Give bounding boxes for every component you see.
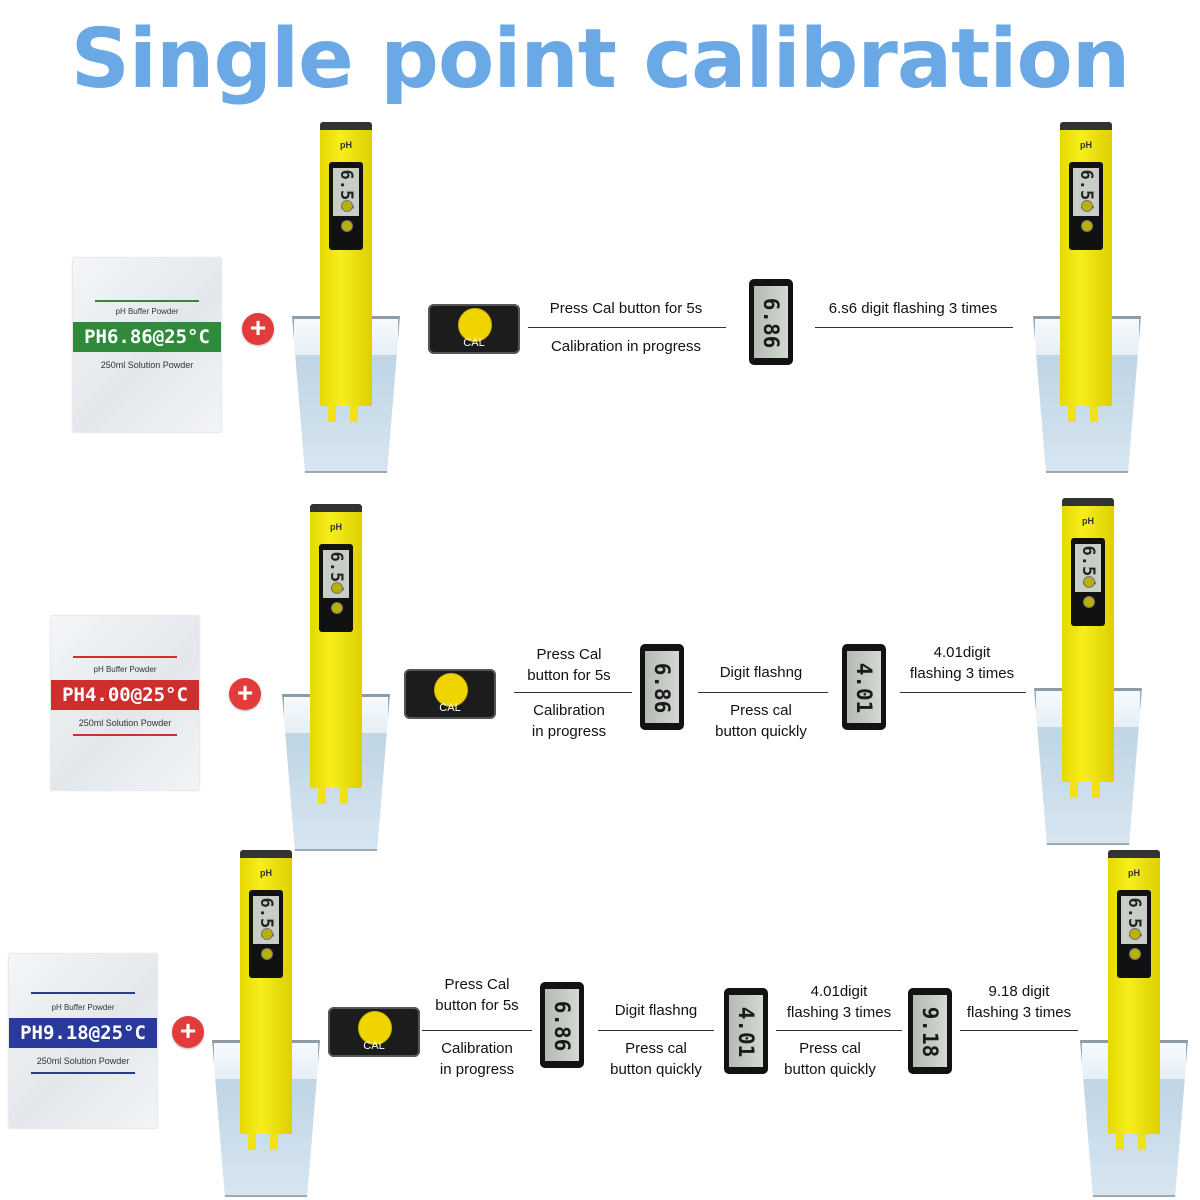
display-reading: 4.01 bbox=[734, 1006, 758, 1058]
packet-top-text: pH Buffer Powder bbox=[93, 665, 157, 674]
meter-label: pH bbox=[1080, 140, 1092, 150]
display-reading: 9.18 bbox=[918, 1006, 942, 1058]
ph-meter: pH 6.54 bbox=[240, 850, 292, 1150]
divider bbox=[815, 327, 1013, 328]
cal-button[interactable] bbox=[1081, 220, 1093, 232]
plus-icon: + bbox=[242, 313, 274, 345]
on-off-button[interactable] bbox=[261, 928, 273, 940]
cal-button[interactable] bbox=[1083, 596, 1095, 608]
packet-label: PH9.18@25°C bbox=[9, 1018, 157, 1048]
page-title: Single point calibration bbox=[70, 12, 1130, 107]
lcd-display: 4.01 bbox=[724, 988, 768, 1074]
meter-screen: 6.54 bbox=[249, 890, 283, 978]
step-text: Press Cal button for 5s bbox=[549, 300, 703, 317]
display-reading: 6.86 bbox=[650, 662, 674, 714]
cal-dot-icon bbox=[358, 1011, 392, 1045]
cal-button[interactable] bbox=[1129, 948, 1141, 960]
on-off-button[interactable] bbox=[1081, 200, 1093, 212]
cal-button-illustration: CAL bbox=[404, 669, 496, 719]
step-text: Digit flashng bbox=[719, 664, 803, 681]
plus-icon: + bbox=[172, 1016, 204, 1048]
packet-bottom-text: 250ml Solution Powder bbox=[78, 718, 172, 728]
divider bbox=[528, 327, 726, 328]
lcd-display: 4.01 bbox=[842, 644, 886, 730]
ph-meter: pH 6.54 bbox=[1062, 498, 1114, 798]
ph-meter: pH 6.54 bbox=[1108, 850, 1160, 1150]
packet-top-text: pH Buffer Powder bbox=[115, 307, 179, 316]
cal-button-illustration: CAL bbox=[428, 304, 520, 354]
lcd-display: 6.86 bbox=[749, 279, 793, 365]
cal-label: CAL bbox=[439, 702, 461, 714]
on-off-button[interactable] bbox=[1083, 576, 1095, 588]
packet-bottom-text: 250ml Solution Powder bbox=[36, 1056, 130, 1066]
on-off-button[interactable] bbox=[341, 200, 353, 212]
cal-dot-icon bbox=[458, 308, 492, 342]
step-text: Calibration in progress bbox=[550, 338, 702, 355]
cal-button[interactable] bbox=[331, 602, 343, 614]
display-reading: 6.86 bbox=[759, 297, 783, 349]
meter-label: pH bbox=[260, 868, 272, 878]
divider bbox=[598, 1030, 714, 1031]
divider bbox=[776, 1030, 902, 1031]
divider bbox=[422, 1030, 532, 1031]
packet-line bbox=[95, 300, 199, 302]
meter-label: pH bbox=[1128, 868, 1140, 878]
cal-button[interactable] bbox=[341, 220, 353, 232]
buffer-packet-4-00: pH Buffer Powder PH4.00@25°C 250ml Solut… bbox=[51, 616, 199, 790]
ph-meter: pH 6.54 bbox=[310, 504, 362, 804]
meter-label: pH bbox=[330, 522, 342, 532]
ph-meter: pH 6.54 bbox=[1060, 122, 1112, 422]
display-reading: 4.01 bbox=[852, 662, 876, 714]
divider bbox=[960, 1030, 1078, 1031]
ph-meter: pH 6.54 bbox=[320, 122, 372, 422]
packet-line bbox=[31, 992, 135, 994]
packet-line bbox=[73, 734, 177, 736]
packet-label: PH6.86@25°C bbox=[73, 322, 221, 352]
meter-label: pH bbox=[1082, 516, 1094, 526]
packet-bottom-text: 250ml Solution Powder bbox=[100, 360, 194, 370]
step-text: 6.s6 digit flashing 3 times bbox=[828, 300, 998, 317]
on-off-button[interactable] bbox=[1129, 928, 1141, 940]
packet-top-text: pH Buffer Powder bbox=[51, 1003, 115, 1012]
buffer-packet-6-86: pH Buffer Powder PH6.86@25°C 250ml Solut… bbox=[73, 258, 221, 432]
buffer-packet-9-18: pH Buffer Powder PH9.18@25°C 250ml Solut… bbox=[9, 954, 157, 1128]
cal-dot-icon bbox=[434, 673, 468, 707]
plus-icon: + bbox=[229, 678, 261, 710]
cal-label: CAL bbox=[363, 1040, 385, 1052]
lcd-display: 6.86 bbox=[640, 644, 684, 730]
cal-button-illustration: CAL bbox=[328, 1007, 420, 1057]
step-text: Digit flashng bbox=[614, 1002, 698, 1019]
on-off-button[interactable] bbox=[331, 582, 343, 594]
packet-line bbox=[73, 656, 177, 658]
divider bbox=[900, 692, 1026, 693]
packet-line bbox=[31, 1072, 135, 1074]
display-reading: 6.86 bbox=[550, 1000, 574, 1052]
divider bbox=[698, 692, 828, 693]
lcd-display: 9.18 bbox=[908, 988, 952, 1074]
packet-label: PH4.00@25°C bbox=[51, 680, 199, 710]
cal-label: CAL bbox=[463, 337, 485, 349]
lcd-display: 6.86 bbox=[540, 982, 584, 1068]
meter-label: pH bbox=[340, 140, 352, 150]
divider bbox=[514, 692, 632, 693]
cal-button[interactable] bbox=[261, 948, 273, 960]
